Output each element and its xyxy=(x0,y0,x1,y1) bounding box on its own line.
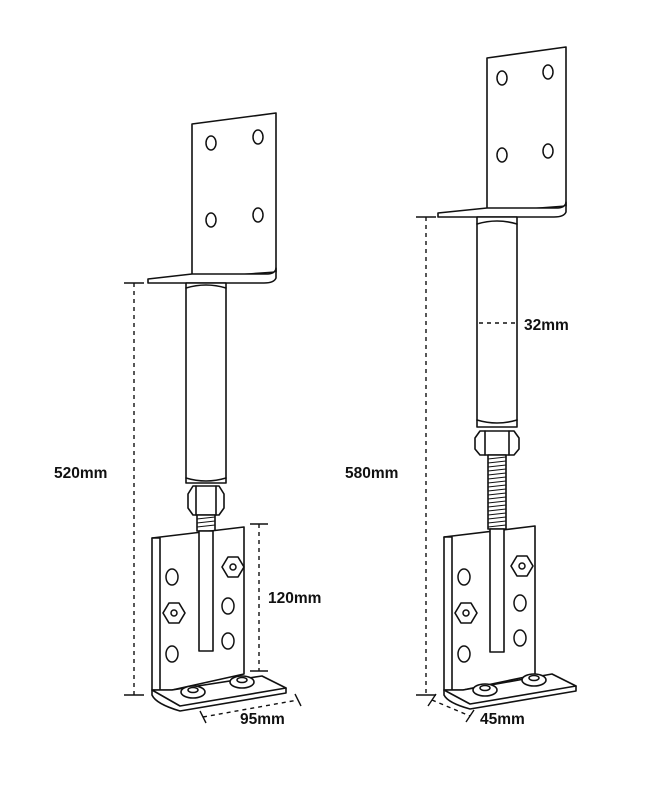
left-base-height-label: 120mm xyxy=(268,590,321,607)
right-base-holes xyxy=(457,568,527,663)
left-width-dimension xyxy=(199,693,302,724)
left-flange-bolts xyxy=(180,675,255,699)
right-base-bolts xyxy=(454,555,534,624)
right-base-rod xyxy=(489,528,505,653)
left-width-label: 95mm xyxy=(240,711,285,728)
right-rod-threads xyxy=(487,456,507,528)
left-base-rod xyxy=(198,530,214,652)
left-top-bracket-holes xyxy=(205,129,264,228)
left-height-dimension xyxy=(124,282,144,696)
left-base-holes xyxy=(165,568,235,663)
right-adjust-nut xyxy=(474,430,520,456)
left-top-bracket-flange xyxy=(147,267,277,284)
right-post-support: 32mm 580mm 45mm xyxy=(345,46,577,728)
right-tube-diameter-label: 32mm xyxy=(524,317,569,334)
left-rod-threads xyxy=(196,516,216,528)
left-base-height-dimension xyxy=(250,523,268,672)
right-tube xyxy=(476,216,518,428)
left-adjust-nut xyxy=(187,485,225,516)
left-tube xyxy=(185,282,227,484)
right-top-bracket-holes xyxy=(496,64,554,163)
right-depth-label: 45mm xyxy=(480,711,525,728)
left-post-support: 520mm 120mm 95mm xyxy=(54,112,321,728)
right-top-bracket-flange xyxy=(437,201,567,218)
right-height-label: 580mm xyxy=(345,465,398,482)
right-depth-dimension xyxy=(427,693,475,723)
right-flange-bolts xyxy=(472,673,547,697)
left-base-bolts xyxy=(162,556,245,624)
left-height-label: 520mm xyxy=(54,465,107,482)
right-height-dimension xyxy=(416,216,436,696)
